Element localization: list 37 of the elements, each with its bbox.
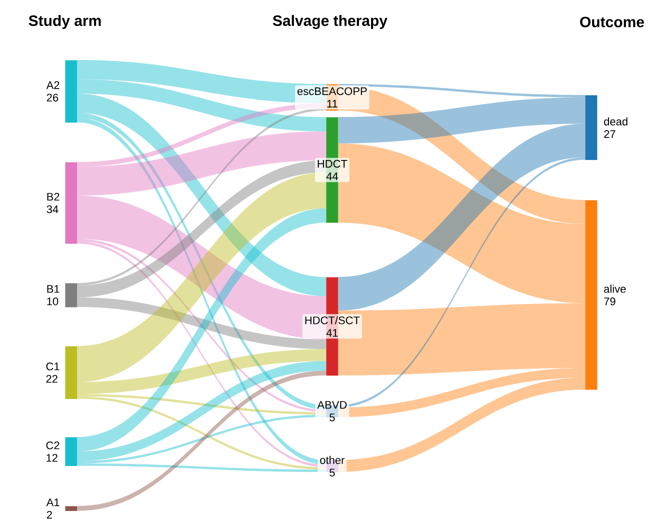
node-bar [65,437,78,466]
node-label: A2 26 [46,81,60,102]
flow-band [77,208,326,452]
flow-band [77,131,326,196]
node-label: A1 2 [46,498,60,519]
flow-band [338,84,585,98]
node-label: other 5 [318,454,347,478]
column-heading: Study arm [28,15,101,29]
node-label: HDCT/SCT 41 [302,314,362,339]
flow-band [77,196,326,340]
node-label: B2 34 [46,192,60,214]
node-bar [65,346,78,399]
node-label: C1 22 [46,362,60,383]
flow-band [77,370,326,511]
node-bar [585,200,598,390]
column-heading: Salvage therapy [272,14,388,30]
node-label: HDCT 44 [314,158,350,182]
flow-band [77,172,326,382]
flow-band [77,297,326,349]
node-label: C2 12 [46,442,60,462]
node-bar [65,283,78,308]
flow-band [77,60,326,104]
flow-band [77,361,326,461]
node-label: ABVD 5 [315,399,350,424]
node-label: dead 27 [604,117,628,138]
flow-band [77,79,326,132]
node-bar [585,95,598,160]
column-heading: Outcome [580,16,644,28]
flow-band [338,303,585,376]
node-bar [65,506,78,511]
flow-band [338,97,585,144]
node-label: escBEACOPP 11 [295,85,370,110]
flow-band [77,349,326,394]
node-label: B1 10 [47,285,60,306]
node-label: alive 79 [604,284,626,306]
node-bar [65,162,78,244]
node-bar [65,60,78,123]
